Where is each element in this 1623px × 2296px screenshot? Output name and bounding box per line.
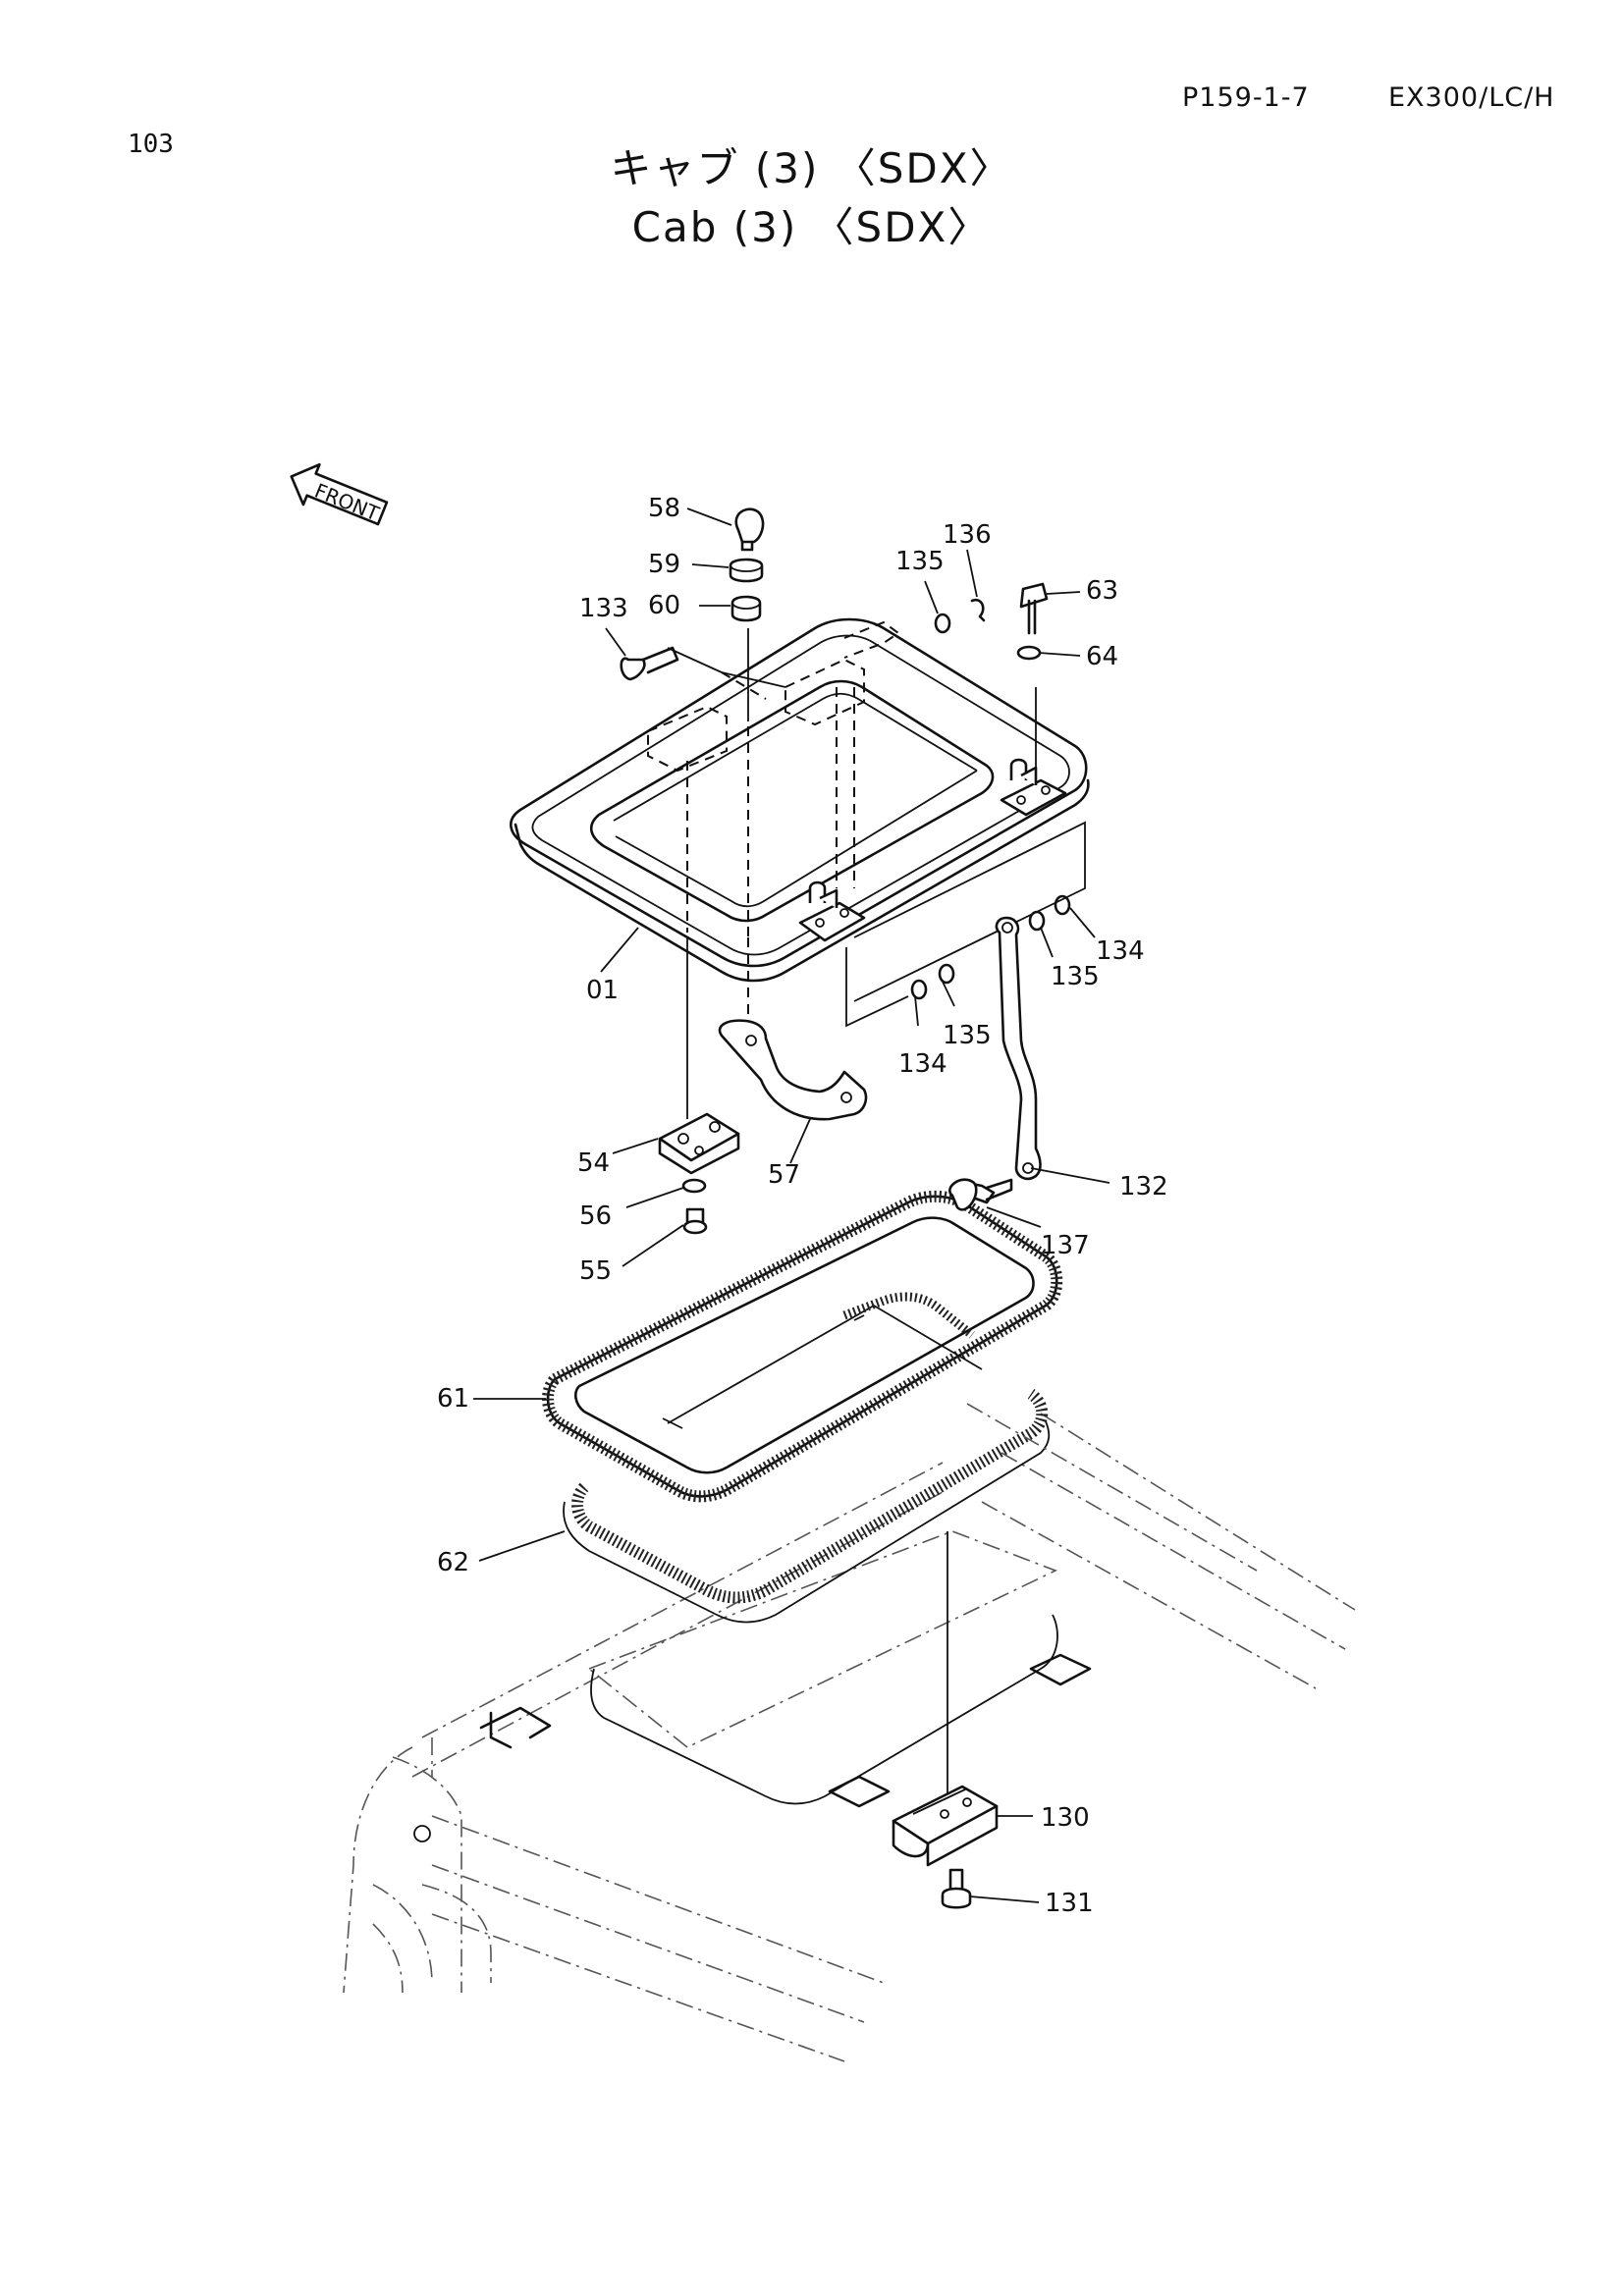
- part-133-pin: [620, 646, 679, 681]
- title-japanese: キャブ (3) 〈SDX〉: [610, 144, 1013, 192]
- part-60-nut: [730, 595, 762, 622]
- hidden-latch-outline: [647, 620, 900, 773]
- callout-55: 55: [579, 1256, 612, 1286]
- callout-134-right: 134: [1096, 936, 1145, 966]
- part-62-seal: [563, 1389, 1051, 1624]
- part-54-latch: [658, 1112, 740, 1175]
- callout-61: 61: [437, 1384, 469, 1414]
- callout-132: 132: [1119, 1172, 1168, 1201]
- callout-137: 137: [1041, 1231, 1090, 1260]
- part-55-bolt: [682, 1207, 708, 1235]
- part-132-stay-rod: [995, 916, 1042, 1181]
- part-57-handle: [718, 1019, 868, 1121]
- ref-code: P159-1-7: [1182, 82, 1310, 113]
- part-64-washer: [1016, 645, 1042, 661]
- callout-135-left: 135: [943, 1021, 992, 1050]
- page-number: 103: [128, 130, 174, 159]
- callout-134-left: 134: [898, 1049, 947, 1079]
- part-01-hatch: [510, 617, 1090, 983]
- part-136-clip: [970, 598, 986, 622]
- leader-lines: [473, 507, 1110, 1903]
- cab-rails: [966, 1403, 1258, 1572]
- cab-body-outline: [343, 1413, 1356, 2062]
- part-131-screw: [941, 1868, 972, 1909]
- callout-labels: 58 59 60 133 135 136 63 64 01 134 135 13…: [437, 494, 1168, 1918]
- washers-134-135: [910, 894, 1071, 1000]
- callout-60: 60: [648, 591, 680, 620]
- hinge-front: [798, 881, 866, 942]
- part-137-knob: [948, 1178, 1013, 1211]
- callout-59: 59: [648, 550, 680, 579]
- part-135-washer-top: [934, 613, 951, 634]
- callout-56: 56: [579, 1201, 612, 1231]
- callout-62: 62: [437, 1548, 469, 1577]
- part-130-bracket: [892, 1785, 999, 1867]
- callout-135-top: 135: [895, 547, 945, 576]
- part-56-washer: [681, 1178, 707, 1194]
- front-arrow-icon: FRONT: [290, 462, 389, 526]
- callout-130: 130: [1041, 1803, 1090, 1833]
- callout-133: 133: [579, 594, 628, 623]
- part-59-washer: [729, 558, 764, 583]
- assembly-centerlines: [686, 628, 1037, 1796]
- part-63-bolt: [1019, 582, 1049, 635]
- callout-64: 64: [1086, 642, 1118, 671]
- callout-136: 136: [943, 520, 992, 550]
- callout-58: 58: [648, 494, 680, 523]
- callout-01: 01: [586, 976, 619, 1005]
- hinge-pin-lines: [845, 821, 1086, 1028]
- callout-63: 63: [1086, 576, 1118, 606]
- callout-135-right: 135: [1051, 962, 1100, 991]
- hinge-right: [1000, 758, 1067, 817]
- callout-131: 131: [1045, 1889, 1094, 1918]
- callout-54: 54: [577, 1148, 610, 1178]
- part-58-knob: [734, 507, 765, 552]
- callout-57: 57: [768, 1160, 800, 1190]
- model-code: EX300/LC/H: [1388, 82, 1555, 113]
- part-61-frame: [542, 1190, 1063, 1503]
- title-english: Cab (3) 〈SDX〉: [631, 203, 992, 251]
